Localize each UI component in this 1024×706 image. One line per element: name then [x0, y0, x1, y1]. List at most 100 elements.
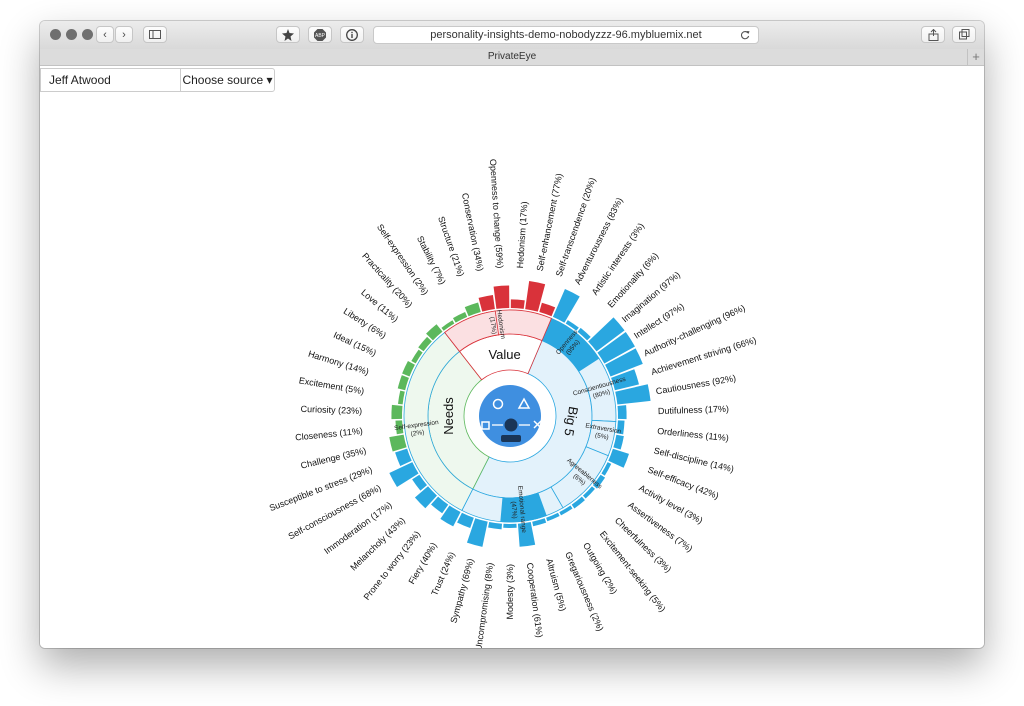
- sidebar-icon: [149, 30, 161, 39]
- extension-button[interactable]: [276, 26, 300, 43]
- url-text: personality-insights-demo-nobodyzzz-96.m…: [430, 29, 702, 41]
- facet-bar-5: [605, 348, 643, 377]
- minimize-window-button[interactable]: [66, 29, 77, 40]
- trait-value-6: (2%): [410, 429, 425, 438]
- facet-bar-25: [431, 496, 449, 514]
- personality-sunburst: Openness(95%)Conscientiousness(80%)Extra…: [268, 159, 758, 648]
- facet-label-20: Modesty (3%): [505, 564, 515, 620]
- facet-bar-6: [611, 369, 639, 391]
- facet-label-30: Challenge (35%): [300, 445, 368, 470]
- facet-bar-37: [418, 336, 432, 352]
- svg-text:ABP: ABP: [315, 33, 326, 39]
- facet-bar-32: [391, 404, 403, 420]
- facet-label-23: Trust (24%): [429, 550, 456, 597]
- facet-label-22: Sympathy (69%): [448, 557, 475, 624]
- tabs-icon: [958, 29, 969, 40]
- abp-button[interactable]: ABP: [308, 26, 332, 43]
- facet-bar-38: [426, 324, 443, 341]
- info-icon: [346, 28, 358, 41]
- facet-bar-16: [559, 505, 573, 516]
- facet-bar-42: [478, 294, 495, 312]
- facet-bar-27: [412, 474, 428, 491]
- facet-bar-1: [565, 320, 579, 331]
- facet-bar-26: [414, 486, 437, 509]
- facet-bar-18: [532, 518, 547, 527]
- forward-button[interactable]: ›: [115, 26, 133, 43]
- section-label-1: Needs: [441, 397, 456, 435]
- extension-icon: [282, 28, 294, 41]
- facet-bar-35: [402, 360, 415, 377]
- facet-bar-23: [457, 512, 474, 529]
- facet-label-29: Susceptible to stress (29%): [268, 464, 374, 513]
- facet-bar-22: [466, 518, 488, 547]
- section-label-0: Big 5: [561, 405, 581, 437]
- facet-bar-20: [503, 523, 517, 528]
- facet-label-34: Harmony (14%): [307, 349, 370, 377]
- facet-bar-39: [441, 320, 455, 331]
- choose-source-button[interactable]: Choose source ▾: [180, 68, 275, 92]
- trait-value-5: (47%): [509, 501, 517, 519]
- facet-bar-0: [552, 288, 580, 323]
- emotional-range-fill: [500, 492, 547, 523]
- share-button[interactable]: [921, 26, 945, 43]
- facet-bar-14: [582, 486, 595, 499]
- tab-bar: PrivateEye +: [40, 49, 984, 66]
- facet-bar-45: [525, 280, 546, 312]
- facet-label-9: Orderliness (11%): [657, 426, 730, 443]
- facet-bar-40: [452, 311, 468, 323]
- tabs-button[interactable]: [952, 26, 976, 43]
- facet-label-21: Uncompromising (8%): [473, 562, 495, 648]
- facet-label-35: Ideal (15%): [332, 330, 378, 358]
- facet-bar-12: [601, 462, 612, 476]
- sidebar-button[interactable]: [143, 26, 167, 43]
- facet-label-25: Prone to worry (23%): [362, 529, 423, 602]
- facet-bar-17: [546, 512, 560, 522]
- facet-bar-10: [613, 434, 624, 450]
- facet-bar-4: [597, 332, 635, 364]
- trait-value-7: (17%): [488, 316, 497, 334]
- chevron-right-icon: ›: [122, 28, 126, 41]
- address-bar[interactable]: personality-insights-demo-nobodyzzz-96.m…: [373, 26, 759, 44]
- facet-bar-36: [411, 349, 423, 364]
- chevron-left-icon: ‹: [103, 28, 107, 41]
- facet-bar-44: [510, 299, 525, 309]
- facet-label-18: Altruism (5%): [544, 557, 568, 612]
- facet-bar-24: [440, 505, 461, 527]
- close-window-button[interactable]: [50, 29, 61, 40]
- hedonism-arc: [444, 310, 500, 352]
- facet-bar-33: [398, 390, 405, 405]
- facet-bar-15: [571, 496, 585, 509]
- facet-label-42: Conservation (34%): [460, 192, 486, 272]
- facet-bar-46: [539, 302, 556, 317]
- facet-bar-13: [592, 474, 606, 489]
- back-button[interactable]: ‹: [96, 26, 114, 43]
- caret-down-icon: ▾: [266, 73, 273, 87]
- facet-bar-30: [389, 434, 407, 452]
- trait-value-1: (80%): [592, 389, 611, 401]
- facet-bar-8: [617, 405, 627, 420]
- name-input-value: Jeff Atwood: [49, 73, 111, 87]
- facet-bar-41: [464, 302, 481, 317]
- facet-label-44: Hedonism (17%): [515, 201, 529, 269]
- facet-bar-3: [588, 317, 625, 352]
- page-content: Jeff Atwood Choose source ▾ Openness(95%…: [40, 66, 984, 648]
- facet-label-32: Curiosity (23%): [300, 404, 362, 416]
- facet-bar-19: [517, 521, 536, 547]
- facet-bar-29: [395, 448, 412, 466]
- new-tab-button[interactable]: +: [967, 49, 984, 65]
- abp-icon: ABP: [314, 28, 326, 41]
- facet-bar-7: [615, 384, 651, 405]
- facet-label-43: Openness to change (59%): [488, 159, 505, 269]
- facet-label-8: Dutifulness (17%): [658, 404, 729, 416]
- section-label-2: Value: [488, 347, 520, 362]
- avatar-icon: [479, 385, 542, 447]
- zoom-window-button[interactable]: [82, 29, 93, 40]
- facet-label-7: Cautiousness (92%): [655, 373, 737, 396]
- info-button[interactable]: [340, 26, 364, 43]
- reload-icon[interactable]: [740, 30, 750, 40]
- facet-label-31: Closeness (11%): [295, 426, 364, 443]
- facet-bar-9: [616, 420, 625, 435]
- facet-bar-28: [389, 462, 419, 487]
- tab-title[interactable]: PrivateEye: [487, 51, 537, 62]
- facet-label-33: Excitement (5%): [298, 375, 365, 396]
